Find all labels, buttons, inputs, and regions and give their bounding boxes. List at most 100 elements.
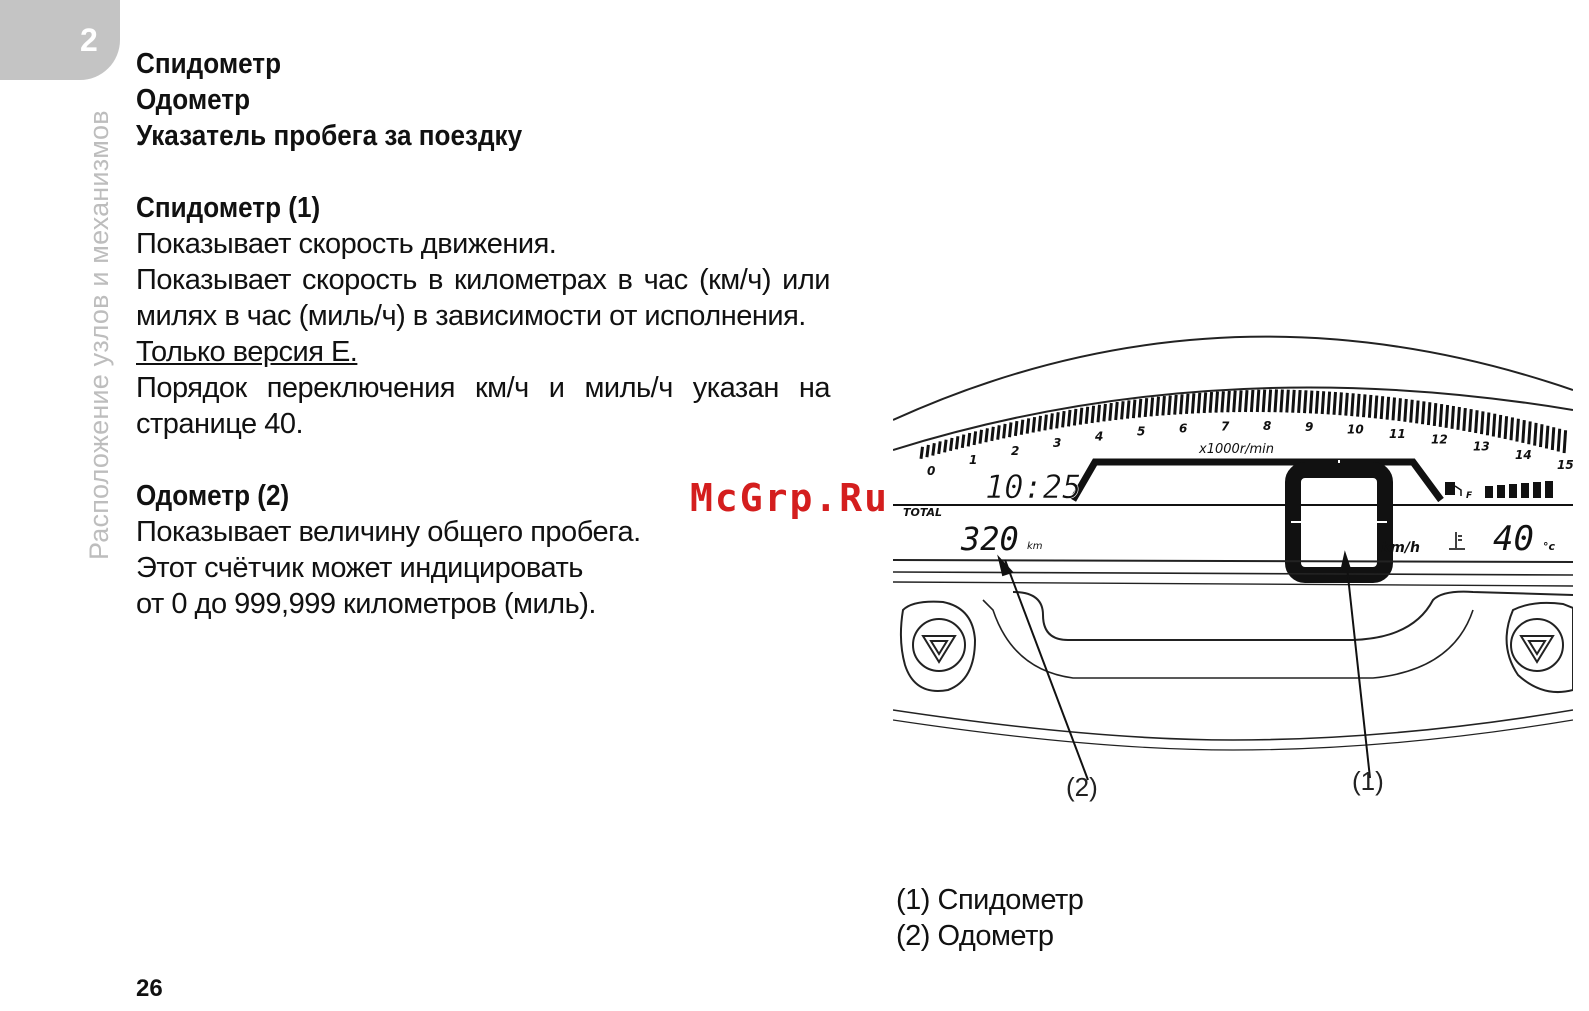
rpm-segment — [1480, 411, 1485, 435]
rpm-segment — [1249, 389, 1255, 413]
rpm-segment — [1426, 402, 1432, 426]
rpm-segment — [1474, 410, 1479, 434]
odometer-heading: Одометр (2) — [136, 480, 290, 512]
rpm-segment — [1226, 390, 1231, 413]
rpm-tick-label: 4 — [1094, 430, 1103, 444]
rpm-segment — [1544, 425, 1550, 449]
rpm-segment — [1515, 418, 1520, 442]
odometer-line-3: от 0 до 999,999 километров (миль). — [136, 588, 596, 620]
odometer-line-1: Показывает величину общего пробега. — [136, 516, 641, 548]
rpm-segment — [1137, 398, 1143, 418]
rpm-tick-label: 2 — [1011, 444, 1019, 458]
fuel-bar — [1485, 481, 1553, 498]
temp-display: 40 — [1493, 519, 1534, 559]
fuel-label: F — [1466, 491, 1473, 501]
caption-speedometer: (1) Спидометр — [896, 884, 1084, 916]
rpm-segment — [1509, 417, 1514, 441]
fuel-icon — [1445, 482, 1462, 496]
rpm-segment — [1326, 391, 1332, 415]
rpm-segment — [1037, 415, 1042, 432]
rpm-segment — [1344, 392, 1349, 416]
rpm-segment — [1013, 420, 1019, 437]
callout-2: (2) — [1066, 772, 1098, 802]
rpm-segment — [1208, 391, 1214, 413]
page-number: 26 — [136, 975, 163, 1002]
speedometer-version-note: Только версия E. — [136, 336, 358, 368]
rpm-bar — [919, 389, 1568, 459]
rpm-segment — [1090, 405, 1096, 424]
rpm-segment — [1025, 418, 1031, 434]
rpm-segment — [1444, 404, 1450, 428]
thermometer-icon — [1449, 532, 1465, 550]
rpm-segment — [1078, 407, 1084, 425]
rpm-segment — [1167, 395, 1172, 416]
rpm-segment — [1043, 414, 1048, 431]
rpm-segment — [1232, 390, 1237, 413]
rpm-segment — [1456, 406, 1461, 430]
watermark: McGrp.Ru — [690, 476, 890, 520]
speedometer-line-1: Показывает скорость движения. — [136, 228, 557, 260]
rpm-segment — [972, 431, 978, 446]
figure-captions: (1) Спидометр (2) Одометр — [896, 882, 1084, 954]
rpm-segment — [984, 428, 989, 443]
rpm-segment — [1521, 419, 1526, 443]
chapter-tab — [0, 0, 120, 80]
heading-speedometer: Спидометр — [136, 48, 282, 80]
rpm-segment — [925, 444, 930, 458]
rpm-segment — [1421, 401, 1426, 425]
rpm-tick-label: 1 — [969, 453, 977, 467]
rpm-segment — [1155, 396, 1160, 417]
rpm-segment — [949, 437, 954, 452]
rpm-segment — [1019, 419, 1025, 435]
rpm-segment — [1438, 403, 1444, 427]
rpm-segment — [1539, 424, 1544, 448]
odometer-display: 320 — [960, 520, 1019, 558]
rpm-segment — [1385, 396, 1391, 420]
rpm-segment — [1462, 407, 1467, 431]
rpm-segment — [1084, 406, 1090, 424]
rpm-tick-label: 13 — [1473, 440, 1490, 454]
rpm-segment — [1072, 408, 1078, 426]
rpm-segment — [1497, 414, 1503, 438]
rpm-segment — [1173, 394, 1178, 415]
rpm-segment — [1179, 394, 1184, 415]
rpm-segment — [996, 425, 1001, 440]
rpm-segment — [1279, 389, 1284, 413]
rpm-segment — [1562, 430, 1568, 454]
rpm-segment — [1202, 392, 1208, 414]
rpm-segment — [1267, 389, 1273, 413]
rpm-segment — [1397, 398, 1402, 422]
rpm-segment — [1332, 391, 1337, 415]
rpm-segment — [954, 436, 960, 450]
rpm-segment — [1120, 401, 1125, 420]
chapter-number: 2 — [80, 22, 98, 58]
rpm-segment — [1244, 390, 1249, 413]
rpm-segment — [1273, 389, 1278, 413]
rpm-segment — [1533, 422, 1538, 446]
rpm-segment — [1362, 394, 1367, 418]
odometer-line-2: Этот счётчик может индицировать — [136, 552, 583, 584]
rpm-segment — [1415, 400, 1420, 424]
rpm-segment — [1373, 395, 1379, 419]
rpm-segment — [1503, 416, 1509, 440]
rpm-segment — [1149, 397, 1155, 417]
rpm-segment — [1031, 416, 1037, 433]
rpm-segment — [931, 442, 936, 456]
heading-odometer: Одометр — [136, 84, 251, 116]
temp-unit: °c — [1543, 540, 1556, 553]
rpm-segment — [1143, 397, 1149, 418]
rpm-segment — [1185, 393, 1190, 414]
rpm-segment — [1108, 402, 1113, 421]
rpm-segment — [1196, 392, 1202, 414]
rpm-tick-label: 7 — [1221, 419, 1230, 433]
rpm-segment — [1409, 399, 1414, 423]
rpm-segment — [1350, 393, 1355, 417]
rpm-segment — [1102, 403, 1107, 422]
total-label: TOTAL — [903, 506, 942, 519]
rpm-segment — [1238, 390, 1243, 413]
rpm-segment — [966, 432, 972, 447]
speedometer-line-2: Показывает скорость в километрах в час (… — [136, 264, 831, 332]
rpm-unit: x1000r/min — [1198, 442, 1274, 457]
rpm-tick-label: 5 — [1137, 425, 1145, 439]
